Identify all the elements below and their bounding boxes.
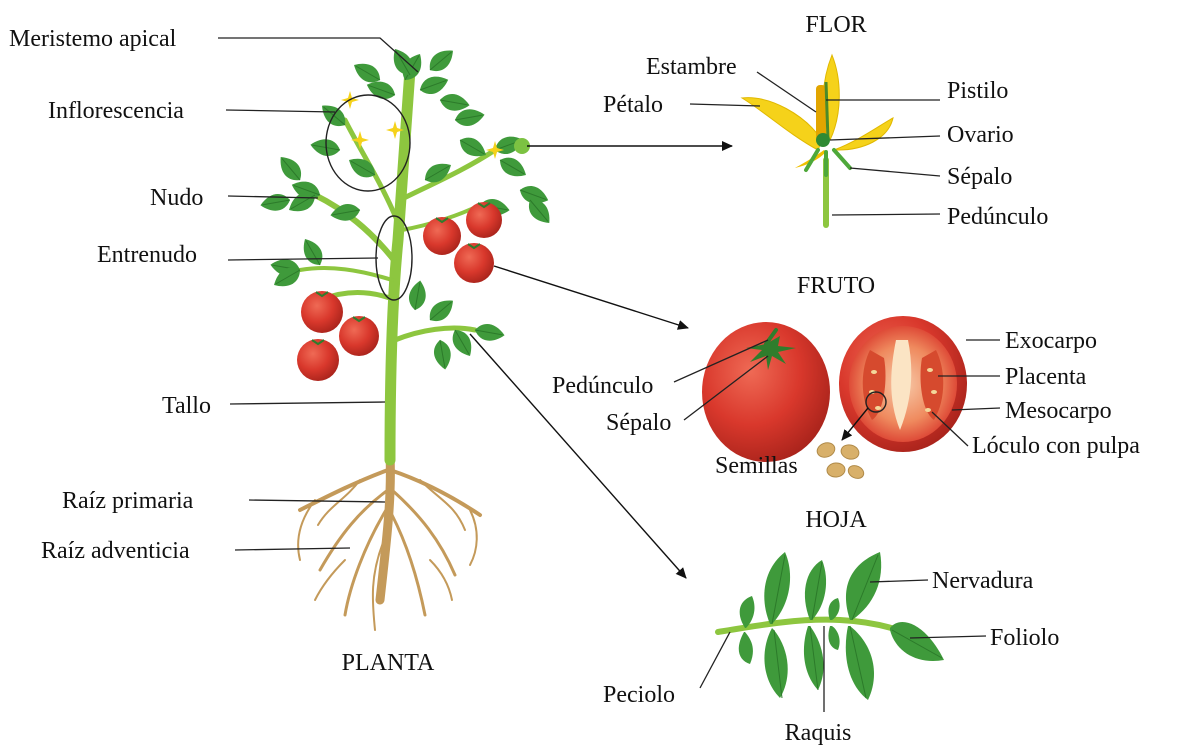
label-foliolo: Foliolo [990, 625, 1059, 651]
fruit-caption: FRUTO [797, 273, 875, 299]
label-loculo-con-pulpa: Lóculo con pulpa [972, 433, 1140, 459]
label-meristemo-apical: Meristemo apical [9, 26, 177, 52]
label-sepalo-fruto: Sépalo [606, 410, 671, 436]
label-raiz-adventicia: Raíz adventicia [41, 538, 190, 564]
label-nudo: Nudo [150, 185, 203, 211]
cut-tomato [839, 316, 967, 452]
label-raquis: Raquis [785, 720, 852, 746]
label-entrenudo: Entrenudo [97, 242, 197, 268]
label-inflorescencia: Inflorescencia [48, 98, 184, 124]
flower-caption: FLOR [805, 12, 866, 38]
label-pistilo: Pistilo [947, 78, 1008, 104]
plant-illustration [259, 44, 556, 630]
label-exocarpo: Exocarpo [1005, 328, 1097, 354]
label-pedunculo-fruto: Pedúnculo [552, 373, 653, 399]
label-raiz-primaria: Raíz primaria [62, 488, 194, 514]
seeds [815, 440, 866, 480]
label-nervadura: Nervadura [932, 568, 1034, 594]
label-petalo: Pétalo [603, 92, 663, 118]
leaf-caption: HOJA [805, 507, 867, 533]
leaf-illustration [718, 552, 944, 700]
label-ovario: Ovario [947, 122, 1014, 148]
label-tallo: Tallo [162, 393, 211, 419]
label-pedunculo-flor: Pedúnculo [947, 204, 1048, 230]
label-estambre: Estambre [646, 54, 737, 80]
flower-illustration [742, 55, 893, 225]
roots [298, 455, 480, 630]
label-peciolo: Peciolo [603, 682, 675, 708]
connector-arrows [470, 146, 732, 578]
label-sepalo-flor: Sépalo [947, 164, 1012, 190]
label-semillas: Semillas [715, 453, 798, 479]
plant-caption: PLANTA [342, 650, 435, 676]
label-placenta: Placenta [1005, 364, 1087, 390]
label-mesocarpo: Mesocarpo [1005, 398, 1112, 424]
